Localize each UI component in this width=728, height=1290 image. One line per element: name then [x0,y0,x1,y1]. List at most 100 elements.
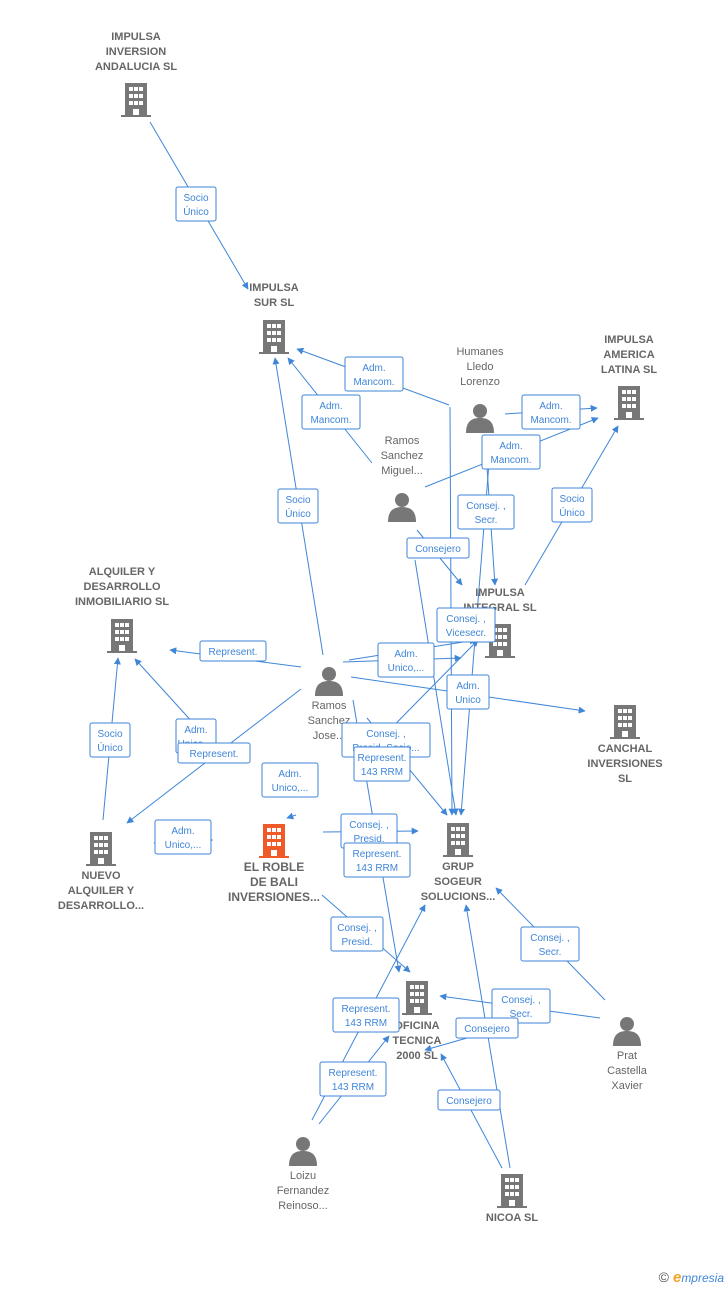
node-label: Prat [617,1050,637,1062]
edge-label[interactable]: Adm.Mancom. [344,356,404,392]
edge-label[interactable]: Adm.Unico,... [377,642,435,678]
person-icon [613,1017,641,1046]
edge-label[interactable]: Consej. , Presid. [340,813,398,849]
node-label: AMERICA [603,349,654,361]
edge-label-text: Adm. [184,725,207,736]
edge-label[interactable]: Consej. ,Secr. [520,926,580,962]
edge-label-text: Presid. [353,834,384,845]
edge-label-text: Consejero [464,1024,510,1035]
edge-label[interactable]: Represent. 143 RRM [343,842,411,878]
node-label: Castella [607,1065,648,1077]
edge-label[interactable]: Represent.143 RRM [353,746,411,782]
edge-label[interactable]: Consej. , Vicesecr. [436,607,496,643]
node-label: NICOA SL [486,1212,538,1224]
edge-label[interactable]: Consej. , Secr. [457,494,515,530]
building-icon [86,832,116,866]
company-node-nicoa[interactable]: NICOA SL [486,1174,538,1224]
edge-label-text: Adm. [171,826,194,837]
node-label: Lorenzo [460,376,500,388]
edge-label-text: Secr. [475,515,498,526]
edge-label-text: Represent. [353,849,402,860]
edge-label[interactable]: Adm.Mancom. [521,394,581,430]
edge-label[interactable]: Adm. Unico,... [154,819,212,855]
node-label: IMPULSA [604,334,654,346]
edge-label-text: Único [97,741,123,754]
person-icon [315,667,343,696]
node-label: SL [618,773,632,785]
edge-label-text: Consej. , [446,614,485,625]
building-icon [443,823,473,857]
edge-label-text: Represent. [209,647,258,658]
person-node-ramos-jose[interactable]: RamosSanchezJose... [308,667,351,742]
edge-label-text: Mancom. [353,377,394,388]
node-label: 2000 SL [396,1050,438,1062]
edge-label-text: Adm. [394,649,417,660]
node-label: Miguel... [381,465,423,477]
node-label: NUEVO [81,870,121,882]
node-label: Sanchez [381,450,424,462]
edge-label[interactable]: Adm.Mancom. [301,394,361,430]
person-node-ramos-miguel[interactable]: RamosSanchezMiguel... [381,435,424,522]
edge-label[interactable]: Consejero [406,537,470,559]
edge-label[interactable]: Consej. ,Presid. [330,916,384,952]
edge-label[interactable]: Represent.143 RRM [319,1061,387,1097]
edge-label-text: Único [285,507,311,520]
company-node-impulsa-america[interactable]: IMPULSA AMERICA LATINA SL [601,334,657,420]
node-label: TECNICA [393,1035,442,1047]
edge-label[interactable]: Adm.Mancom. [481,434,541,470]
edge-label[interactable]: Represent. [177,742,251,764]
relation-edge [414,559,459,816]
edge-label-text: Unico [455,695,481,706]
edge-label-text: Socio [97,729,122,740]
node-label: INMOBILIARIO SL [75,596,169,608]
node-label: OFICINA [394,1020,439,1032]
edge-label[interactable]: Represent.143 RRM [332,997,400,1033]
node-label: ALQUILER Y [68,885,135,897]
edge-label-text: Secr. [539,947,562,958]
edge-label[interactable]: Represent. [199,640,267,662]
edge-label[interactable]: Adm.Unico,... [261,762,319,798]
edge-label-text: Vicesecr. [446,628,486,639]
node-label: SOGEUR [434,876,482,888]
node-label: INVERSIONES... [228,890,320,904]
node-label: Humanes [456,346,504,358]
edge-label-text: Socio [285,495,310,506]
empresia-logo: ©empresia [659,1269,724,1286]
edge-label[interactable]: Consejero [437,1089,501,1111]
node-label: Ramos [385,435,420,447]
edge-label-text: Adm. [278,769,301,780]
node-label: Loizu [290,1170,316,1182]
node-label: LATINA SL [601,364,657,376]
edge-label[interactable]: Consej. ,Secr. [491,988,551,1024]
edge-label-text: Adm. [539,401,562,412]
node-label: INVERSIONES [587,758,662,770]
edge-label-text: Consej. , [349,820,388,831]
edge-label[interactable]: Adm.Unico [446,674,490,710]
company-node-oficina[interactable]: OFICINA TECNICA 2000 SL [393,981,442,1062]
node-label: CANCHAL [598,743,653,755]
node-label: DESARROLLO [84,581,161,593]
edge-label-text: 143 RRM [356,863,398,874]
edge-label-text: Consej. , [466,501,505,512]
node-label: DESARROLLO... [58,900,144,912]
node-label: Lledo [467,361,494,373]
edge-label-text: Unico,... [165,840,202,851]
edge-label-text: Único [183,205,209,218]
company-node-grup-sogeur[interactable]: GRUPSOGEURSOLUCIONS... [421,823,496,903]
person-node-loizu[interactable]: LoizuFernandezReinoso... [277,1137,330,1212]
company-node-canchal[interactable]: CANCHAL INVERSIONES SL [587,705,663,785]
edge-label-text: 143 RRM [332,1082,374,1093]
edge-label[interactable]: Consejero [455,1017,519,1039]
company-node-nuevo-alquiler[interactable]: NUEVO ALQUILER Y DESARROLLO... [58,832,144,912]
